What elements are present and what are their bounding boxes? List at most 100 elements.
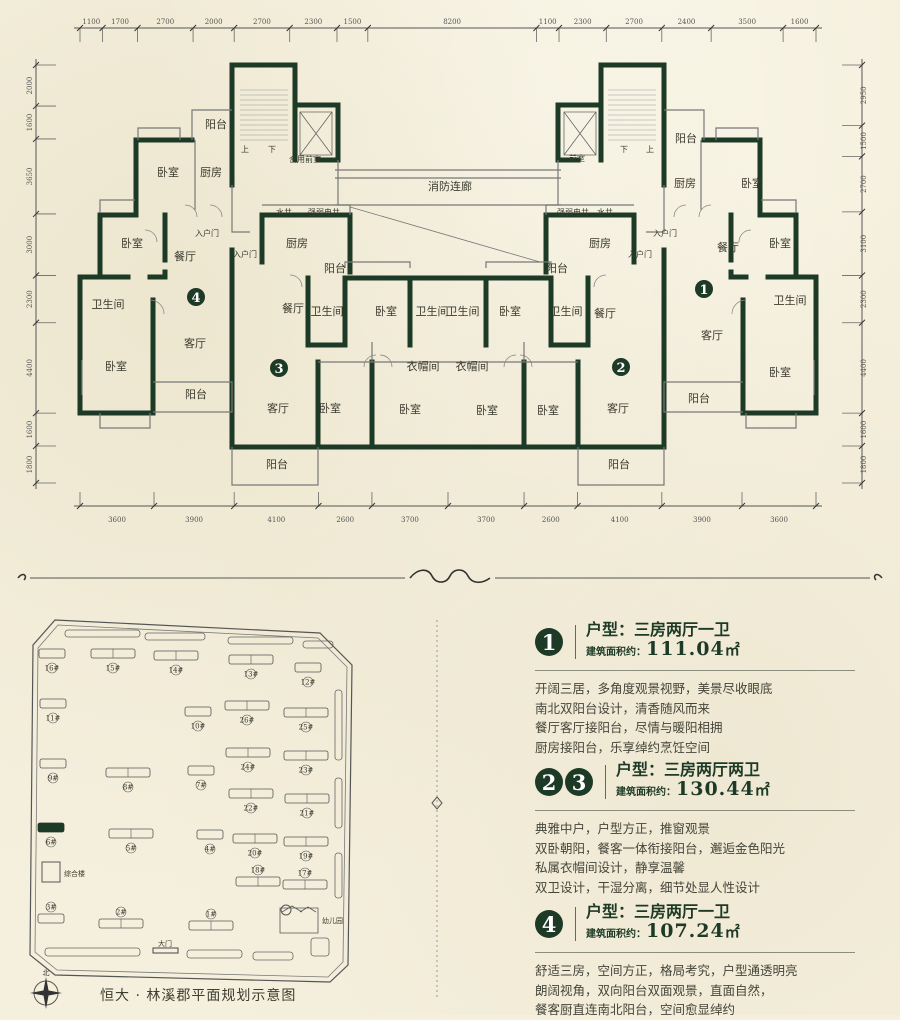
top-dimension-value: 3500 [738,18,756,26]
unit-marker-number: 4 [191,291,200,306]
right-dimension-tick-mark [858,442,866,450]
building-4#: 4# [196,829,224,855]
section-divider [17,569,883,1000]
building-number-circle [301,807,313,819]
bottom-dimension-value: 3900 [185,516,203,524]
left-dimension-tick-mark [32,210,40,218]
wall [598,62,667,163]
building-2#: 2# [98,906,144,929]
bottom-dimension-tick-mark [444,502,452,510]
building-number-circle [107,662,119,674]
building-number: 24# [241,764,256,772]
building-number-circle [170,664,182,676]
room-label: 厨房 [674,177,696,190]
room-label: 阳台 [675,131,697,145]
bottom-dimension-tick-mark [574,502,581,510]
building-11#: 11# [39,698,67,724]
top-dimension-value: 2700 [156,18,174,26]
top-dimension-tick-mark [230,24,238,32]
room-label: 卫生间 [311,304,344,318]
thin-wall [646,185,665,233]
bottom-dimension-tick-mark [738,502,746,510]
building-number: 6# [46,839,56,847]
building-24#: 24# [225,747,271,773]
thin-wall [664,109,705,140]
thin-wall [191,109,232,140]
site-greenbelt [227,636,294,645]
right-dimension-value: 1800 [860,456,868,474]
right-dimension-value: 1500 [860,132,868,150]
left-dimension-value: 3650 [26,168,34,186]
bottom-dimension-tick-mark [150,502,158,510]
left-dimension-value: 2300 [26,290,34,308]
room-label: 衣帽间 [456,359,489,373]
thin-wall [99,199,135,213]
bottom-dimension-tick-mark [520,502,528,510]
right-dimension-tick-mark [858,319,866,327]
unit-description: 舒适三房，空间方正，格局考究，户型通透明亮朗阔视角，双向阳台双面观景，直面自然，… [535,961,855,1020]
site-greenbelt [44,947,141,957]
room-label: 餐厅 [282,301,304,315]
description-line: 厨房接阳台，乐享绰约烹饪空间 [535,739,711,755]
left-dimension-value: 3000 [26,236,34,254]
building-icon [38,648,66,659]
clubhouse-icon [41,861,61,883]
bottom-dimension-tick-mark [658,502,666,510]
thin-wall [137,127,181,140]
area-label: 建筑面积约： [586,929,646,940]
building-number-circle [245,802,257,814]
bottom-dimension-value: 3600 [770,516,788,524]
door-swing [209,204,223,218]
unit-description: 典雅中户，户型方正，推窗观景双卧朝阳，餐客一体衔接阳台，邂逅金色阳光私属衣帽间设… [535,819,855,897]
building-number: 4# [205,846,215,854]
unit-marker-3: 3 [270,359,288,377]
wall [728,269,749,280]
thin-wall [745,413,797,429]
site-greenbelt [252,951,294,961]
wall [555,102,604,163]
building-number: 22# [244,805,259,813]
wall [292,102,341,163]
right-dimension-value: 1600 [860,421,868,439]
unit-badge: 3 [565,768,593,796]
room-label: 入户门 [628,249,652,259]
building-number-circle [300,850,312,862]
building-number-circle [300,721,312,733]
top-dimension-tick-mark [812,24,820,32]
building-23#: 23# [283,750,329,776]
corridor-line [349,206,541,263]
building-number: 3# [46,904,56,912]
building-number-circle [45,901,57,913]
building-number-circle [249,847,261,859]
building-12#: 12# [294,662,322,688]
building-18#: 18# [235,864,281,887]
building-number-circle [192,720,204,732]
door-swing [519,354,533,368]
building-number: 2# [116,909,126,917]
room-label: 厨房 [286,237,308,250]
top-dimension-tick-mark [364,24,372,32]
top-dimension-tick-mark [134,24,141,32]
building-number-circle [47,772,59,784]
area-value: 130.44 [676,778,755,800]
wall [229,62,298,163]
area-label: 建筑面积约： [586,647,646,658]
room-label: 卧室 [319,401,341,415]
building-number-circle [122,781,134,793]
building-number-circle [195,779,207,791]
building-icon [187,765,215,776]
top-dimension-tick-mark [602,24,610,32]
top-dimension-value: 1700 [111,18,129,26]
thin-wall [335,160,448,206]
top-dimension-value: 2300 [304,18,322,26]
wall [757,212,799,280]
room-label: 下 [620,145,628,154]
top-dimension-value: 2300 [574,18,592,26]
bottom-dimension-value: 3600 [108,516,126,524]
building-8#: 8# [105,767,151,793]
building-number: 9# [48,775,58,783]
